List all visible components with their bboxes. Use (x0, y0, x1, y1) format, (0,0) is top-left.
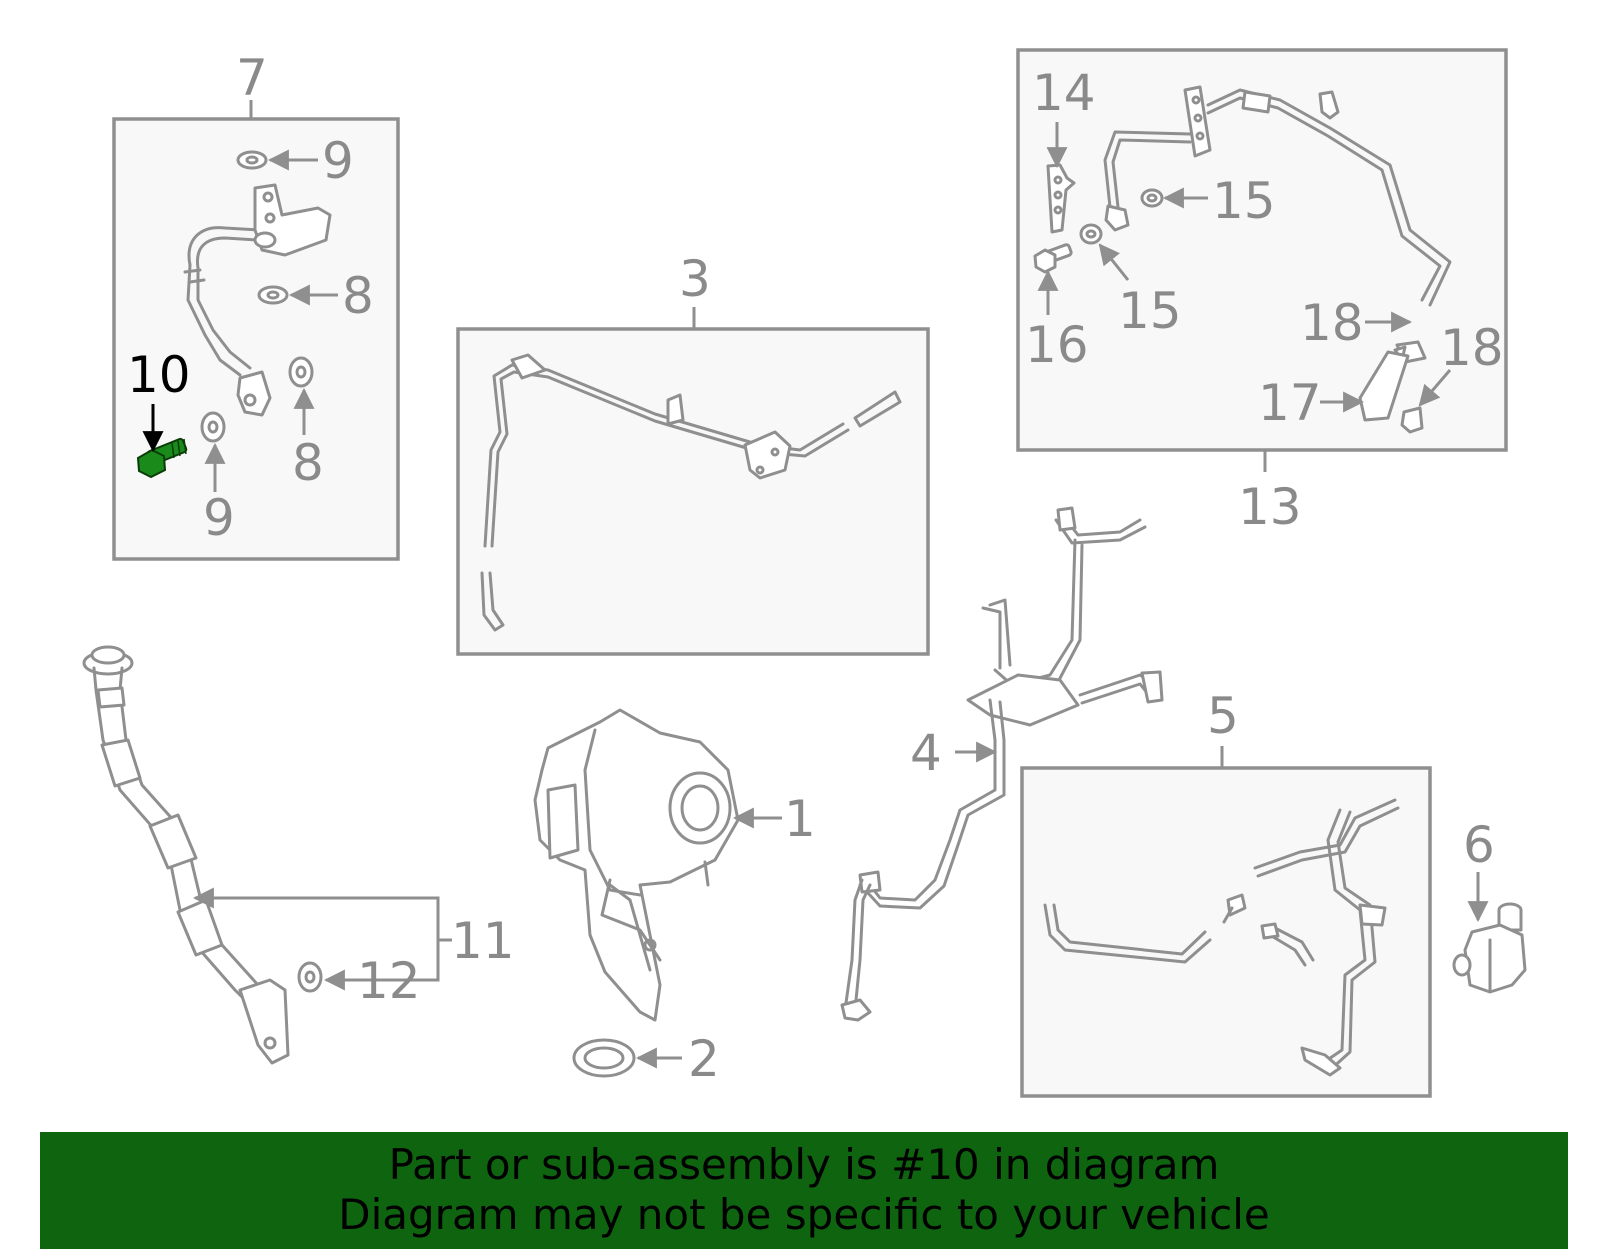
gasket-2 (572, 1038, 636, 1078)
callout-6: 6 (1463, 816, 1495, 874)
notice-banner: Part or sub-assembly is #10 in diagram D… (40, 1132, 1568, 1249)
coolant-pipe-3 (480, 353, 902, 632)
valve-6 (1452, 902, 1527, 994)
callout-3: 3 (679, 250, 711, 308)
coolant-line-13 (1033, 85, 1452, 434)
callout-12: 12 (357, 952, 421, 1010)
callout-1: 1 (784, 790, 816, 848)
callout-18-right: 18 (1440, 319, 1504, 377)
group-13: 13 1 (1016, 48, 1508, 536)
callout-2: 2 (688, 1030, 720, 1088)
washer-9-lower (200, 411, 226, 443)
bolt-10-highlighted[interactable] (136, 437, 188, 479)
coolant-hoses-5 (1043, 798, 1400, 1077)
group-5: 5 (1020, 687, 1432, 1098)
callout-18-left: 18 (1300, 294, 1364, 352)
turbocharger-1 (533, 708, 740, 1022)
box-group-7 (112, 117, 400, 561)
callout-14: 14 (1032, 64, 1096, 122)
callout-8-right: 8 (342, 267, 374, 325)
callout-13: 13 (1238, 478, 1302, 536)
box-group-5 (1020, 766, 1432, 1098)
callout-16: 16 (1025, 316, 1089, 374)
banner-line-1: Part or sub-assembly is #10 in diagram (388, 1140, 1220, 1189)
callout-15-upper: 15 (1212, 172, 1276, 230)
coolant-pipe-4 (840, 506, 1164, 1022)
callout-9-top: 9 (322, 132, 354, 190)
washer-8-lower (288, 356, 314, 388)
callout-10: 10 (127, 346, 191, 404)
callout-17: 17 (1258, 374, 1322, 432)
callout-15-lower: 15 (1118, 282, 1182, 340)
group-3: 3 (456, 250, 930, 656)
group-11: 11 12 (82, 645, 515, 1065)
washer-8-right (257, 285, 289, 305)
callout-7: 7 (236, 49, 268, 107)
washer-12 (297, 961, 323, 993)
callout-4: 4 (910, 724, 942, 782)
callout-9-lower: 9 (203, 489, 235, 547)
callout-11: 11 (451, 912, 515, 970)
washer-9-top (236, 150, 268, 170)
oil-feed-pipe (183, 183, 332, 417)
group-7: 7 9 8 8 9 (112, 49, 400, 561)
box-group-3 (456, 327, 930, 656)
callout-8-lower: 8 (292, 434, 324, 492)
oil-return-hose-11 (82, 645, 290, 1065)
callout-5: 5 (1207, 687, 1239, 745)
banner-line-2: Diagram may not be specific to your vehi… (338, 1190, 1270, 1239)
